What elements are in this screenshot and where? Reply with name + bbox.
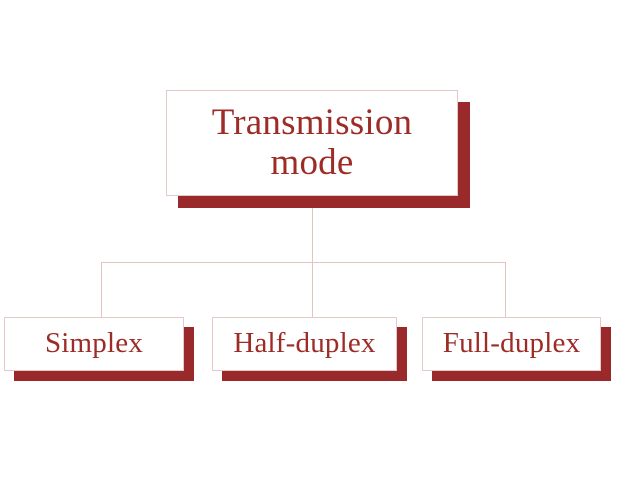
node-label-full-duplex: Full-duplex [442,327,581,360]
node-full-duplex[interactable]: Full-duplex [422,317,611,381]
node-label-half-duplex: Half-duplex [233,327,376,360]
node-body: Simplex [4,317,184,371]
node-body: Transmission mode [166,90,458,196]
connector-to-simplex [101,262,102,318]
node-simplex[interactable]: Simplex [4,317,194,381]
node-body: Half-duplex [212,317,397,371]
connector-root-trunk [312,196,313,318]
node-transmission-mode[interactable]: Transmission mode [166,90,470,208]
node-label-transmission-mode: Transmission mode [211,102,413,183]
node-half-duplex[interactable]: Half-duplex [212,317,407,381]
node-label-simplex: Simplex [44,327,144,360]
connector-to-full-duplex [505,262,506,318]
node-body: Full-duplex [422,317,601,371]
connector-horizontal-bus [101,262,506,263]
